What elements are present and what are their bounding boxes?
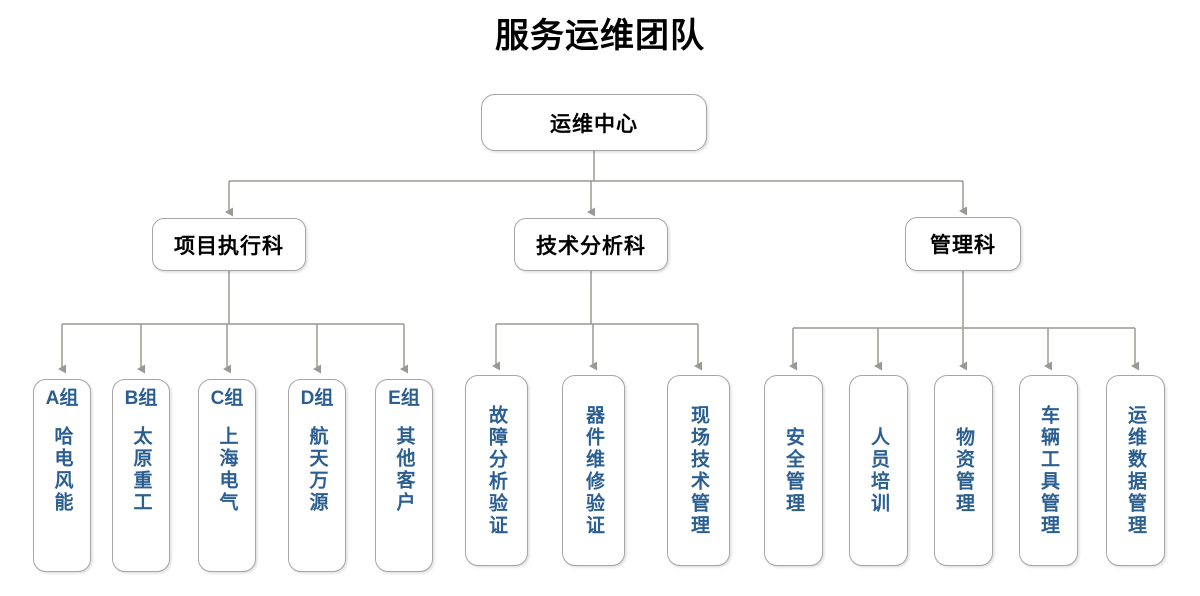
group-c-code: C组 xyxy=(210,388,244,409)
node-mgmt-materials[interactable]: 物资管理 xyxy=(934,375,993,566)
group-c-name: 上海电气 xyxy=(216,425,238,514)
group-d-name: 航天万源 xyxy=(306,425,328,514)
node-department-management-label: 管理科 xyxy=(930,234,996,257)
node-mgmt-vehicle-tools-label: 车辆工具管理 xyxy=(1038,404,1059,537)
node-mgmt-ops-data-label: 运维数据管理 xyxy=(1125,404,1146,537)
node-tech-fault-analysis[interactable]: 故障分析验证 xyxy=(465,375,528,566)
group-d-code: D组 xyxy=(300,388,334,409)
node-tech-component-repair[interactable]: 器件维修验证 xyxy=(562,375,625,566)
node-mgmt-training[interactable]: 人员培训 xyxy=(849,375,908,566)
group-b-name: 太原重工 xyxy=(130,425,152,514)
node-root[interactable]: 运维中心 xyxy=(481,94,707,151)
node-tech-onsite-management[interactable]: 现场技术管理 xyxy=(667,375,730,566)
node-department-project[interactable]: 项目执行科 xyxy=(152,218,306,271)
node-group-c[interactable]: C组 上海电气 xyxy=(198,379,256,572)
node-group-e[interactable]: E组 其他客户 xyxy=(375,379,433,572)
node-department-project-label: 项目执行科 xyxy=(174,234,284,258)
node-mgmt-vehicle-tools[interactable]: 车辆工具管理 xyxy=(1019,375,1078,566)
node-root-label: 运维中心 xyxy=(550,112,638,136)
node-group-d[interactable]: D组 航天万源 xyxy=(288,379,346,572)
group-a-code: A组 xyxy=(45,388,79,409)
group-b-code: B组 xyxy=(124,388,158,409)
page-title: 服务运维团队 xyxy=(495,17,705,55)
node-tech-fault-analysis-label: 故障分析验证 xyxy=(486,404,507,537)
node-department-tech-label: 技术分析科 xyxy=(536,234,646,258)
node-department-management[interactable]: 管理科 xyxy=(905,217,1021,271)
group-e-name: 其他客户 xyxy=(393,425,415,514)
node-mgmt-safety[interactable]: 安全管理 xyxy=(764,375,823,566)
node-department-tech[interactable]: 技术分析科 xyxy=(514,218,668,271)
group-e-code: E组 xyxy=(388,388,420,409)
group-a-name: 哈电风能 xyxy=(51,425,73,514)
node-tech-component-repair-label: 器件维修验证 xyxy=(583,404,604,537)
node-tech-onsite-management-label: 现场技术管理 xyxy=(688,404,709,537)
node-mgmt-ops-data[interactable]: 运维数据管理 xyxy=(1106,375,1165,566)
node-mgmt-training-label: 人员培训 xyxy=(868,426,889,515)
node-mgmt-safety-label: 安全管理 xyxy=(783,426,804,515)
node-group-b[interactable]: B组 太原重工 xyxy=(112,379,170,572)
node-group-a[interactable]: A组 哈电风能 xyxy=(33,379,91,572)
node-mgmt-materials-label: 物资管理 xyxy=(953,426,974,515)
